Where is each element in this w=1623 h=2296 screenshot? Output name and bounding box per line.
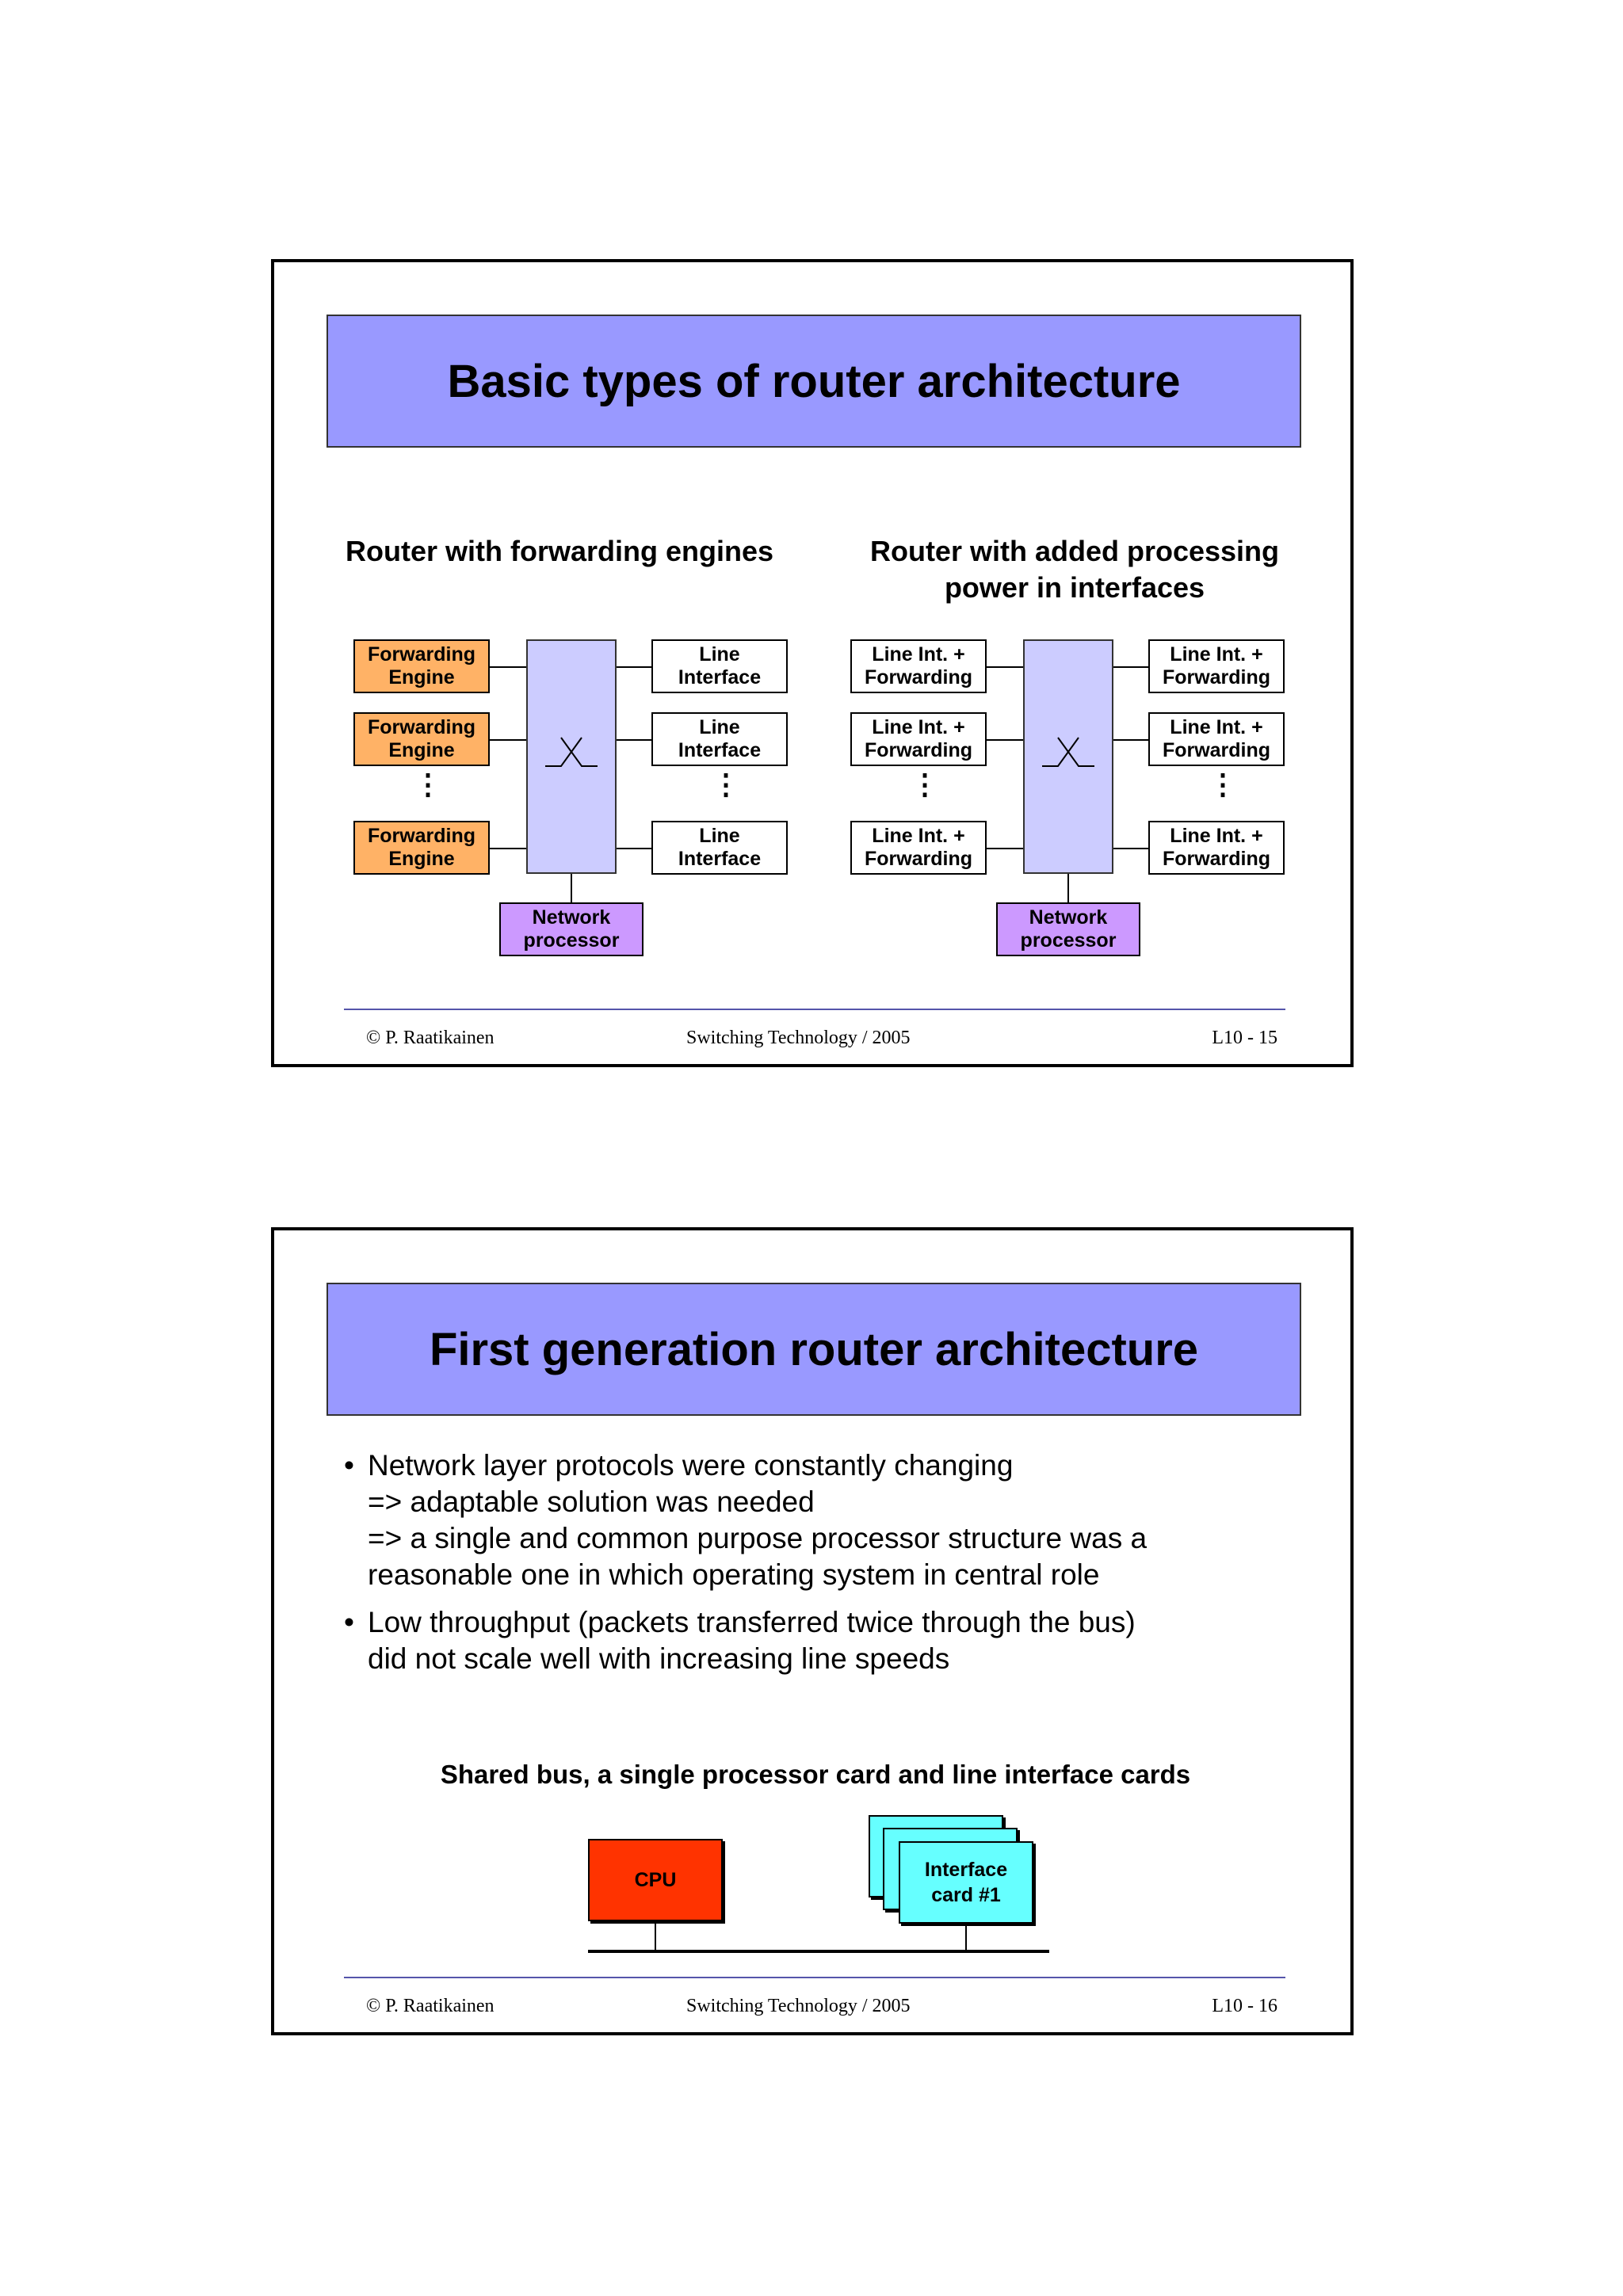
- ellipsis-interfaces: ⋮: [712, 768, 740, 800]
- slide-title-bar: Basic types of router architecture: [327, 315, 1301, 448]
- forwarding-engine-2: Forwarding Engine: [353, 712, 490, 766]
- footer-author: © P. Raatikainen: [366, 1996, 495, 2016]
- network-processor-left: Network processor: [499, 902, 643, 956]
- line-forwarding-card-l3: Line Int. + Forwarding: [850, 821, 987, 875]
- network-processor-right: Network processor: [996, 902, 1140, 956]
- footer-course: Switching Technology / 2005: [686, 1028, 911, 1048]
- slide-15: Basic types of router architecture Route…: [271, 259, 1354, 1067]
- shared-bus: [588, 1950, 1049, 1953]
- interface-card-1: Interface card #1: [899, 1841, 1033, 1924]
- link: [987, 848, 1023, 849]
- forwarding-engine-3: Forwarding Engine: [353, 821, 490, 875]
- link: [987, 666, 1023, 668]
- crossbar-icon: [545, 737, 598, 767]
- link: [571, 874, 572, 902]
- line-forwarding-card-r3: Line Int. + Forwarding: [1148, 821, 1285, 875]
- line-interface-1: Line Interface: [651, 639, 788, 693]
- footer-divider: [344, 1009, 1285, 1010]
- bus-connector-cpu: [655, 1921, 656, 1951]
- link: [987, 739, 1023, 741]
- line-forwarding-card-r1: Line Int. + Forwarding: [1148, 639, 1285, 693]
- line-interface-3: Line Interface: [651, 821, 788, 875]
- bullet-item: Network layer protocols were constantly …: [344, 1447, 1295, 1593]
- crossbar-icon: [1042, 737, 1094, 767]
- ellipsis-engines: ⋮: [414, 768, 442, 800]
- link: [490, 848, 526, 849]
- footer-page-number: L10 - 15: [1212, 1028, 1277, 1048]
- link: [1113, 739, 1148, 741]
- switch-fabric-right: [1023, 639, 1113, 874]
- diagram-caption: Shared bus, a single processor card and …: [440, 1760, 1191, 1789]
- line-forwarding-card-l2: Line Int. + Forwarding: [850, 712, 987, 766]
- slide-16: First generation router architecture Net…: [271, 1227, 1354, 2035]
- link: [1113, 666, 1148, 668]
- forwarding-engine-1: Forwarding Engine: [353, 639, 490, 693]
- left-diagram-heading: Router with forwarding engines: [345, 535, 774, 567]
- switch-fabric-left: [526, 639, 617, 874]
- right-diagram-heading: Router with added processing power in in…: [869, 535, 1280, 604]
- link: [617, 666, 651, 668]
- ellipsis-right-cards: ⋮: [1209, 768, 1237, 800]
- link: [490, 666, 526, 668]
- footer-page-number: L10 - 16: [1212, 1996, 1277, 2016]
- slide-title: Basic types of router architecture: [447, 355, 1181, 407]
- link: [617, 848, 651, 849]
- bullet-item: Low throughput (packets transferred twic…: [344, 1604, 1295, 1677]
- slide-title: First generation router architecture: [429, 1323, 1199, 1375]
- cpu-card: CPU: [588, 1839, 723, 1921]
- line-forwarding-card-r2: Line Int. + Forwarding: [1148, 712, 1285, 766]
- link: [490, 739, 526, 741]
- footer-course: Switching Technology / 2005: [686, 1996, 911, 2016]
- line-forwarding-card-l1: Line Int. + Forwarding: [850, 639, 987, 693]
- bullet-list: Network layer protocols were constantly …: [344, 1447, 1295, 1688]
- ellipsis-left-cards: ⋮: [911, 768, 939, 800]
- link: [617, 739, 651, 741]
- bus-connector-interface: [965, 1924, 967, 1951]
- footer-divider: [344, 1977, 1285, 1978]
- slide-title-bar: First generation router architecture: [327, 1283, 1301, 1416]
- line-interface-2: Line Interface: [651, 712, 788, 766]
- link: [1113, 848, 1148, 849]
- footer-author: © P. Raatikainen: [366, 1028, 495, 1048]
- link: [1067, 874, 1069, 902]
